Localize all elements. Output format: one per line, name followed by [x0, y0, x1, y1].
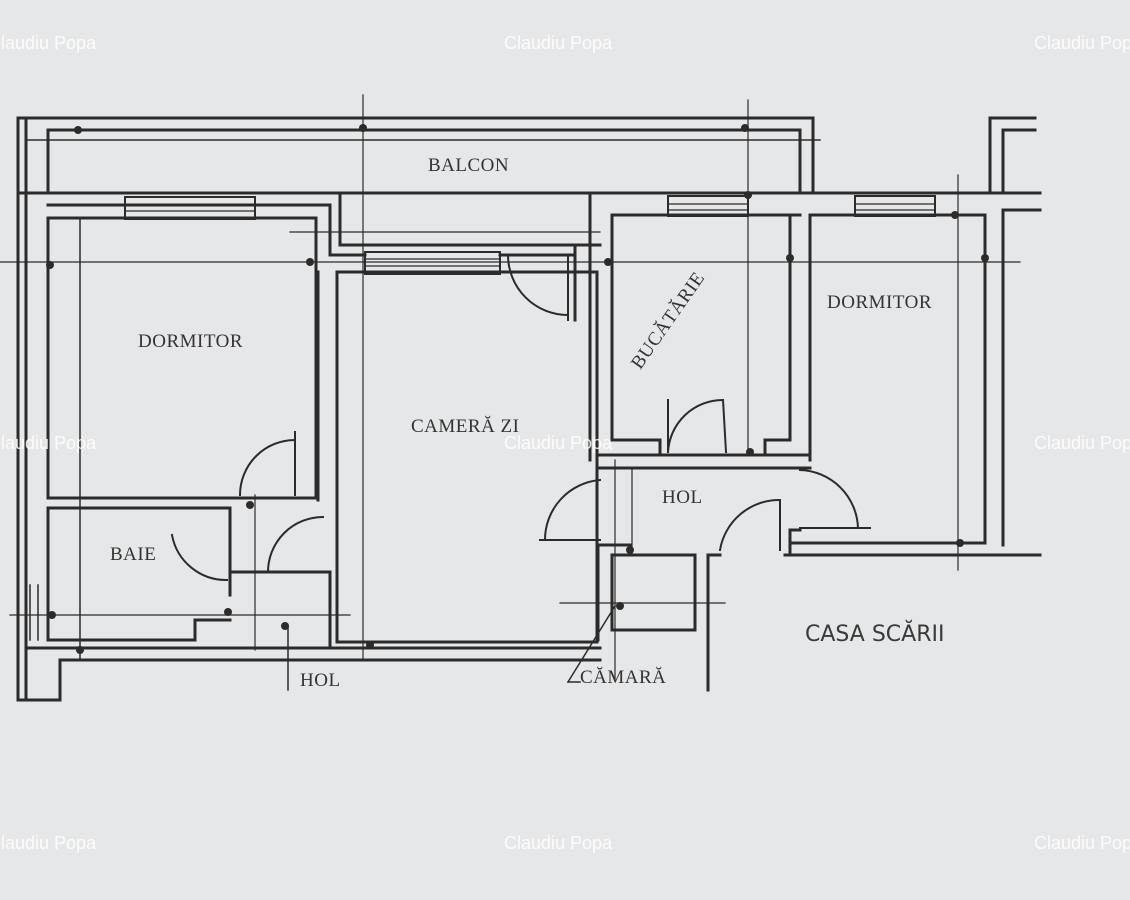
hall-pantry-walls [559, 459, 726, 692]
room-label-dormitor-right: DORMITOR [827, 292, 932, 313]
axis-dots [46, 124, 989, 654]
watermark-mid-center: Claudiu Popa [504, 433, 613, 453]
watermark-bottom-center: Claudiu Popa [504, 833, 613, 853]
watermark-top-left: Claudiu Popa [0, 33, 97, 53]
living-room-walls [0, 94, 1021, 661]
outer-walls [16, 116, 602, 702]
bathroom-walls [9, 494, 351, 651]
watermark-bottom-right: Claudiu Popa [1034, 833, 1130, 853]
room-label-camera-zi: CAMERĂ ZI [411, 416, 520, 437]
right-bedroom-walls [783, 116, 1042, 571]
door-swings [170, 253, 871, 582]
room-label-balcon: BALCON [428, 155, 510, 176]
watermark-bottom-left: Claudiu Popa [0, 833, 97, 853]
label-leaders [287, 604, 617, 691]
watermark-mid-right: Claudiu Popa [1034, 433, 1130, 453]
kitchen-walls [588, 99, 1042, 470]
watermark-mid-left: Claudiu Popa [0, 433, 97, 453]
room-label-dormitor-left: DORMITOR [138, 331, 243, 352]
balcony-walls [16, 116, 821, 195]
room-label-baie: BAIE [110, 544, 157, 565]
room-label-hol-bottom: HOL [300, 670, 341, 691]
watermark-top-center: Claudiu Popa [504, 33, 613, 53]
watermark-top-right: Claudiu Popa [1034, 33, 1130, 53]
room-label-casa-scarii: CASA SCĂRII [805, 622, 945, 647]
room-label-hol-center: HOL [662, 487, 703, 508]
room-label-camara: CĂMARĂ [580, 667, 667, 688]
